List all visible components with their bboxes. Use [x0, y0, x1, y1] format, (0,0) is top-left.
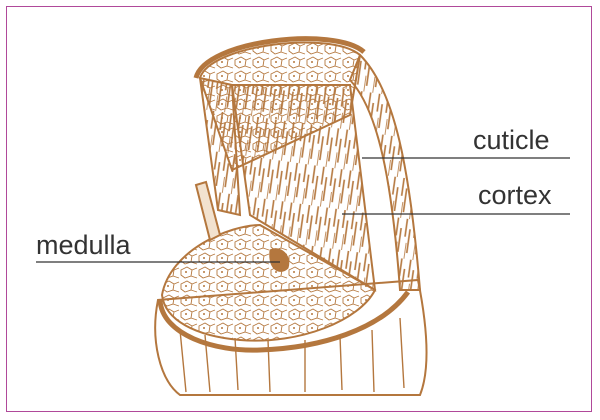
label-cortex: cortex — [478, 182, 552, 209]
label-cuticle: cuticle — [473, 127, 550, 154]
hair-body — [155, 39, 426, 395]
label-medulla: medulla — [36, 232, 131, 259]
